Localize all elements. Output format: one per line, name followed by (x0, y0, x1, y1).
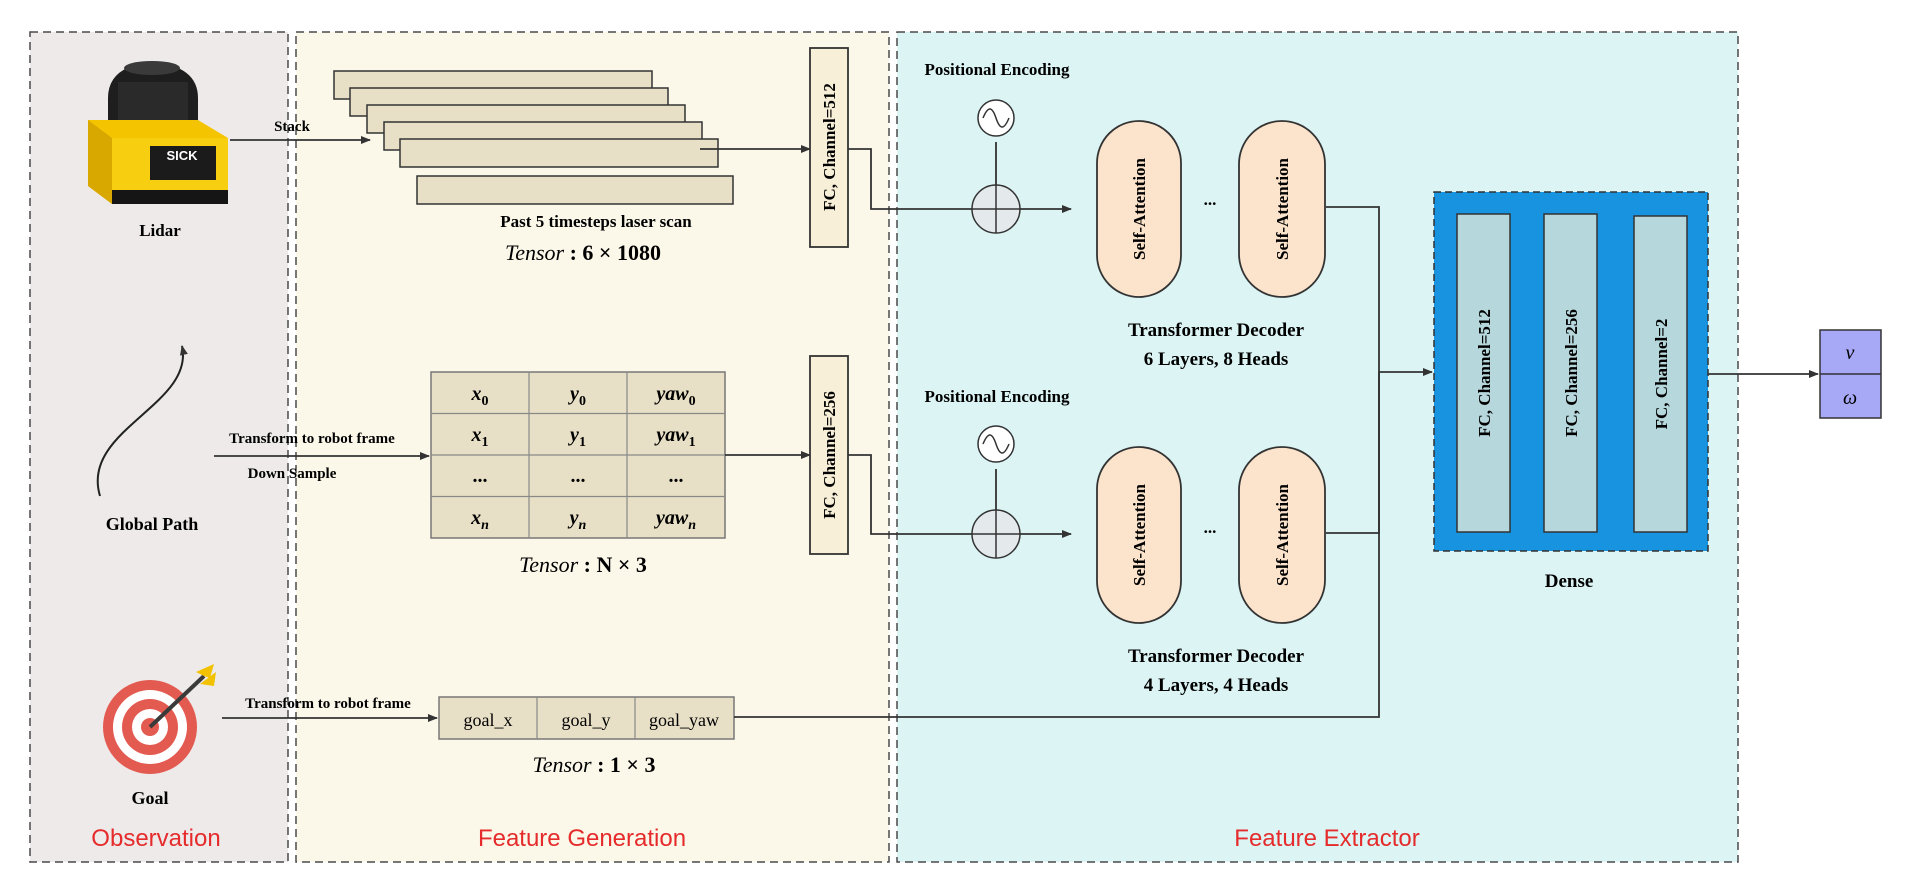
laser-tensor-prefix: Tensor (505, 240, 565, 265)
path-table-cell: x1 (471, 424, 489, 450)
ellipsis-bottom: ... (1204, 518, 1217, 537)
laser-scan-stack (333, 70, 734, 205)
dense-fc-256 (1543, 213, 1598, 533)
path-table-cell: xn (470, 507, 489, 533)
downsample-edge-label: Down Sample (248, 466, 337, 482)
connectors (214, 136, 1819, 722)
goal-cell-x: goal_x (464, 710, 513, 730)
fc-256-block (809, 355, 849, 555)
goal-tensor-dims: : 1 × 3 (597, 752, 655, 777)
path-table-cell-base: yaw (654, 507, 689, 529)
transformer-top-subtitle: 6 Layers, 8 Heads (1144, 349, 1289, 370)
dense-fc-256-label: FC, Channel=256 (1562, 309, 1581, 437)
sine-wave-icon (977, 99, 1015, 137)
path-table-cell-subscript: 0 (482, 394, 489, 409)
self-attention-label: Self-Attention (1130, 483, 1149, 586)
positional-encoding-label-bottom: Positional Encoding (924, 387, 1070, 406)
goal-cell-y: goal_y (562, 710, 611, 730)
dense-fc-2 (1633, 215, 1688, 533)
path-table-cell: y1 (568, 424, 586, 450)
path-table-cell-subscript: 0 (579, 394, 586, 409)
dense-fc-512 (1456, 213, 1511, 533)
lidar-icon: SICK (88, 61, 228, 204)
path-table-cell: yn (568, 507, 587, 533)
feature-extractor-title: Feature Extractor (1234, 825, 1419, 852)
path-table-cell-subscript: 1 (482, 435, 489, 450)
laser-tensor-dims: : 6 × 1080 (570, 240, 661, 265)
path-table-cell-subscript: 1 (579, 435, 586, 450)
path-table-cell: yaw0 (654, 383, 695, 409)
transform-edge-label-1: Transform to robot frame (229, 431, 395, 447)
self-attention-bottom-2 (1238, 446, 1326, 624)
path-table-cell: x0 (471, 383, 489, 409)
goal-tensor-label: Tensor : 1 × 3 (533, 752, 656, 777)
path-table-cell: yaw1 (654, 424, 695, 450)
output-vector: v ω (1819, 329, 1882, 419)
goal-label: Goal (131, 788, 168, 808)
fc-512-block (809, 47, 849, 248)
output-v: v (1846, 342, 1855, 364)
feature-generation-title: Feature Generation (478, 825, 686, 852)
path-table-cell-base: yaw (654, 383, 689, 405)
laser-caption: Past 5 timesteps laser scan (500, 212, 692, 231)
add-icon (971, 184, 1021, 234)
path-table-cell-base: ... (473, 465, 488, 487)
path-table-cell-base: y (568, 383, 579, 405)
dense-label: Dense (1545, 571, 1594, 592)
target-icon (103, 664, 216, 774)
global-path-curve (96, 345, 188, 497)
path-table-cell-subscript: 0 (689, 394, 696, 409)
path-table-cell-subscript: n (688, 518, 696, 533)
sine-wave-icon (977, 425, 1015, 463)
self-attention-label: Self-Attention (1273, 483, 1292, 586)
path-table-cell: ... (669, 465, 684, 487)
path-table-cell: ... (473, 465, 488, 487)
positional-encoding-label-top: Positional Encoding (924, 60, 1070, 79)
fc-256-label: FC, Channel=256 (820, 391, 839, 519)
path-table-cell-base: x (471, 383, 482, 405)
path-tensor-dims: : N × 3 (584, 552, 647, 577)
path-table-cell: y0 (568, 383, 586, 409)
lidar-brand-text: SICK (166, 148, 198, 163)
path-table-cell-subscript: 1 (689, 435, 696, 450)
path-table-cell-base: y (568, 507, 579, 529)
fc-512-label: FC, Channel=512 (820, 83, 839, 211)
path-table-cell-base: x (471, 424, 482, 446)
self-attention-top-1 (1096, 120, 1182, 298)
self-attention-label: Self-Attention (1273, 157, 1292, 260)
global-path-label: Global Path (106, 514, 199, 534)
self-attention-bottom-1 (1096, 446, 1182, 624)
transformer-bottom-title: Transformer Decoder (1128, 646, 1305, 667)
path-table-cell-base: ... (669, 465, 684, 487)
goal-cell-yaw: goal_yaw (649, 710, 719, 730)
self-attention-label: Self-Attention (1130, 157, 1149, 260)
dense-fc-2-label: FC, Channel=2 (1652, 319, 1671, 430)
lidar-label: Lidar (139, 221, 181, 240)
path-tensor-prefix: Tensor (519, 552, 579, 577)
path-table-cell: yawn (654, 507, 696, 533)
observation-title: Observation (91, 825, 220, 852)
self-attention-top-2 (1238, 120, 1326, 298)
dense-fc-512-label: FC, Channel=512 (1475, 309, 1494, 437)
laser-tensor-label: Tensor : 6 × 1080 (505, 240, 661, 265)
goal-tensor-prefix: Tensor (533, 752, 593, 777)
transformer-bottom-subtitle: 4 Layers, 4 Heads (1144, 675, 1289, 696)
path-table-cell-base: x (470, 507, 481, 529)
ellipsis-top: ... (1204, 190, 1217, 209)
output-omega: ω (1843, 387, 1857, 409)
transformer-top-title: Transformer Decoder (1128, 320, 1305, 341)
add-icon (971, 509, 1021, 559)
transform-edge-label-2: Transform to robot frame (245, 696, 411, 712)
stack-edge-label: Stack (274, 119, 310, 135)
path-table-cell-base: ... (571, 465, 586, 487)
path-table-cell-base: y (568, 424, 579, 446)
path-tensor-label: Tensor : N × 3 (519, 552, 647, 577)
goal-table: goal_x goal_y goal_yaw (438, 696, 735, 740)
path-table-cell: ... (571, 465, 586, 487)
path-table-cell-subscript: n (481, 518, 489, 533)
path-table-cell-subscript: n (579, 518, 587, 533)
path-table-cell-base: yaw (654, 424, 689, 446)
